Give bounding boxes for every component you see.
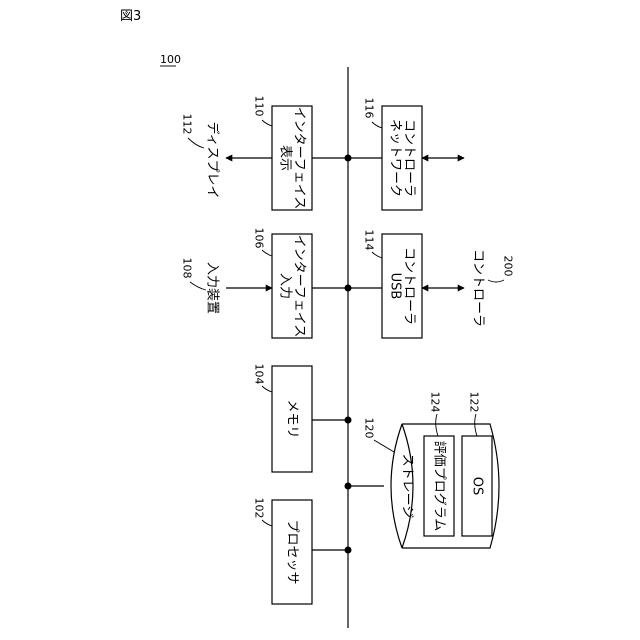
usb-controller-ref: 114 [363, 230, 376, 251]
os-ref: 122 [468, 392, 481, 413]
memory-leader [262, 386, 272, 392]
controller-ref: 200 [502, 256, 515, 277]
input-interface-label-line1: 入力 [278, 273, 293, 299]
input-interface-leader [262, 250, 272, 256]
network-controller-ref: 116 [363, 98, 376, 119]
controller-leader [488, 280, 504, 282]
input-interface-ref: 106 [253, 228, 266, 249]
network-controller-label-line2: コントローラ [402, 119, 417, 197]
display-interface-label-line2: インターフェイス [292, 107, 307, 210]
controller-label: コントローラ [471, 249, 486, 327]
storage-leader [374, 440, 394, 452]
display-ref: 112 [181, 114, 194, 135]
processor-ref: 102 [253, 498, 266, 519]
display-label: ディスプレイ [205, 121, 221, 198]
evaluation-program-ref: 124 [429, 392, 442, 413]
storage-ref: 120 [363, 418, 376, 439]
figure-label: 図3 [120, 9, 141, 24]
usb-controller-label-line1: USB [388, 273, 403, 300]
input-device-label: 入力装置 [205, 262, 220, 314]
display-interface-ref: 110 [253, 96, 266, 117]
input-device-leader [190, 282, 206, 290]
processor-leader [262, 520, 272, 526]
input-interface-label-line2: インターフェイス [292, 235, 307, 338]
storage-label: ストレージ [400, 454, 415, 519]
input-device-ref: 108 [181, 258, 194, 279]
memory-ref: 104 [253, 364, 266, 385]
usb-controller-leader [372, 252, 382, 258]
usb-controller-label-line2: コントローラ [402, 247, 417, 325]
network-controller-leader [372, 122, 382, 128]
evaluation-program-label: 評価プログラム [432, 441, 447, 532]
memory-label: メモリ [285, 399, 300, 438]
display-interface-label-line1: 表示 [278, 145, 293, 171]
system-ref-number: 100 [160, 53, 181, 66]
os-leader [475, 414, 477, 436]
display-interface-leader [262, 120, 272, 126]
os-label: OS [470, 477, 485, 495]
evaluation-program-leader [436, 414, 438, 436]
network-controller-label-line1: ネットワーク [388, 119, 403, 197]
display-leader [188, 138, 204, 148]
processor-label: プロセッサ [285, 519, 300, 584]
